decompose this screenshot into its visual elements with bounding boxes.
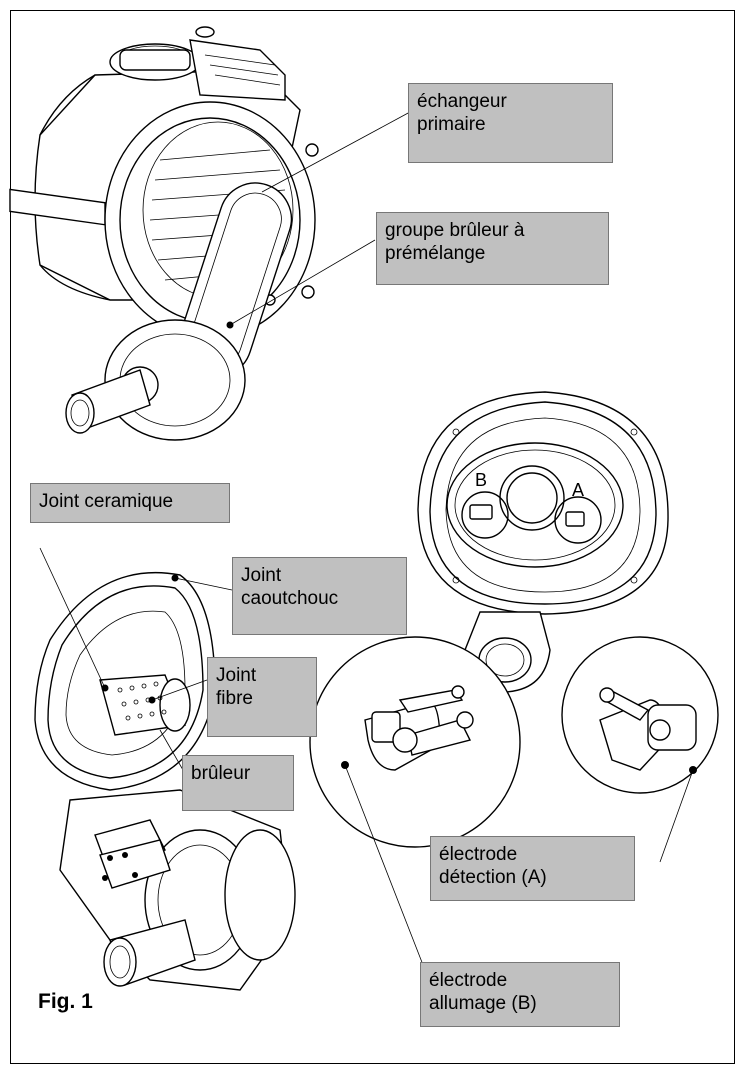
label-primary-exchanger: échangeur primaire (408, 83, 613, 163)
label-premix-burner-group: groupe brûleur à prémélange (376, 212, 609, 285)
label-rubber-gasket: Joint caoutchouc (232, 557, 407, 635)
figure-frame (10, 10, 735, 1064)
detail-circle-ignition (309, 636, 521, 848)
label-detection-electrode: électrode détection (A) (430, 836, 635, 901)
marker-b: B (475, 470, 488, 490)
detail-circle-detection (561, 636, 719, 794)
marker-a: A (572, 480, 585, 500)
label-ceramic-gasket: Joint ceramique (30, 483, 230, 523)
label-burner: brûleur (182, 755, 294, 811)
label-fibre-gasket: Joint fibre (207, 657, 317, 737)
heat-exchanger-assembly (9, 26, 319, 441)
leader-lines (39, 111, 694, 989)
label-ignition-electrode: électrode allumage (B) (420, 962, 620, 1027)
figure-caption: Fig. 1 (38, 990, 93, 1013)
